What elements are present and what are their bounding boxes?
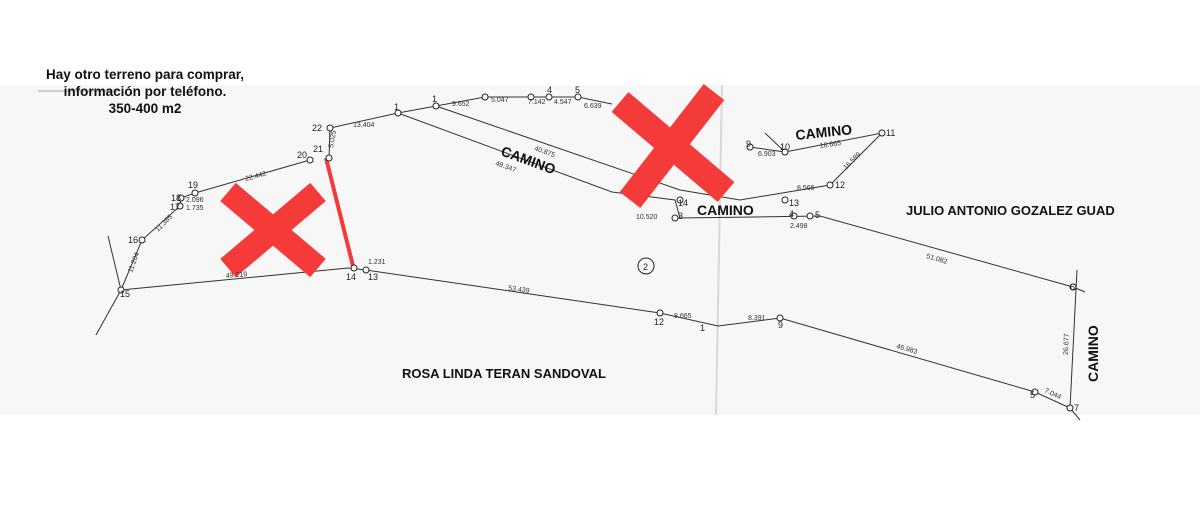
road-label-2: CAMINO [795, 121, 853, 143]
point-label: 3 [678, 211, 683, 221]
note-line-1: Hay otro terreno para comprar, [45, 67, 245, 82]
distance-label: 49.219 [226, 271, 248, 280]
distance-label: 5.025 [328, 130, 338, 149]
distance-label: 8.565 [797, 185, 815, 192]
owner-label-right: JULIO ANTONIO GOZALEZ GUAD [906, 203, 1115, 218]
distance-label: 5.047 [491, 97, 509, 104]
distance-label: 10.520 [636, 214, 658, 221]
point-label: 1 [394, 102, 399, 112]
point-label: 6 [1070, 282, 1075, 292]
lot-marker: 2 [637, 257, 655, 275]
point-label: 4 [789, 209, 794, 219]
distance-label: 2.498 [790, 223, 808, 230]
point-label: 4 [547, 85, 552, 95]
point-label: 16 [128, 235, 138, 245]
point-label: 11 [886, 128, 895, 138]
point-label: 18 [171, 193, 181, 203]
point-label: 14 [678, 198, 688, 208]
point-label: 13 [789, 198, 799, 208]
distance-label: 26.677 [1063, 333, 1071, 355]
point-label: 1 [432, 94, 437, 104]
distance-label: 2.096 [186, 197, 204, 204]
note-line-2: información por teléfono. [63, 84, 227, 99]
point-label: 17 [170, 202, 180, 212]
distance-label: 7.142 [528, 99, 546, 106]
owner-label-left: ROSA LINDA TERAN SANDOVAL [402, 366, 606, 381]
point-label: 9 [746, 139, 751, 149]
distance-label: 8.391 [748, 315, 766, 322]
distance-label: 13.404 [353, 122, 375, 129]
distance-label: 6.903 [758, 151, 776, 158]
distance-label: 1.735 [186, 205, 204, 212]
note-line-3: 350-400 m2 [108, 101, 182, 116]
info-note: Hay otro terreno para comprar, informaci… [14, 66, 276, 117]
distance-label: 4.547 [554, 99, 572, 106]
point-label: 12 [835, 180, 845, 190]
point-label: 7 [1074, 403, 1079, 413]
distance-label: 6.639 [584, 103, 602, 110]
distance-label: 16.665 [819, 140, 841, 150]
paper-fold [715, 84, 723, 416]
point-label: 1 [700, 323, 705, 333]
red-line [324, 157, 356, 271]
point-label: 10 [780, 142, 790, 152]
paper-sheet [0, 85, 1200, 415]
point-label: 5 [1030, 390, 1035, 400]
point-label: 19 [188, 180, 198, 190]
point-label: 5 [575, 85, 580, 95]
distance-label: 9.652 [452, 101, 470, 108]
point-labels: 1 1 4 5 22 21 20 19 18 17 16 15 14 13 9 … [120, 85, 1079, 413]
point-label: 21 [313, 144, 323, 154]
point-label: 14 [346, 272, 356, 282]
lot-number: 2 [643, 262, 648, 272]
red-cross-left [220, 182, 326, 278]
point-label: 9 [778, 320, 783, 330]
red-cross-right [611, 84, 735, 208]
road-label-3: CAMINO [697, 202, 754, 218]
point-label: 22 [312, 123, 322, 133]
point-label: 15 [120, 289, 130, 299]
point-label: 13 [368, 272, 378, 282]
survey-points [117, 93, 1077, 412]
point-label: 12 [654, 317, 664, 327]
distance-label: 53.439 [508, 285, 530, 295]
point-label: 20 [297, 150, 307, 160]
road-label-4: CAMINO [1085, 325, 1101, 382]
distance-label: 1.231 [368, 259, 386, 266]
distance-label: 8.665 [674, 313, 692, 320]
point-label: 5 [815, 210, 820, 220]
